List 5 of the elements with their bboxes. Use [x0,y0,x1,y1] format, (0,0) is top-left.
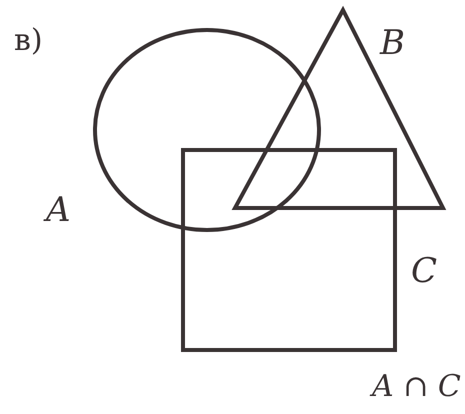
set-label: A [46,193,71,227]
set-label: C [411,254,438,288]
set-label: B [380,26,405,60]
panel-label: в) [14,26,43,56]
intersection-label: A ∩ C [372,372,461,402]
